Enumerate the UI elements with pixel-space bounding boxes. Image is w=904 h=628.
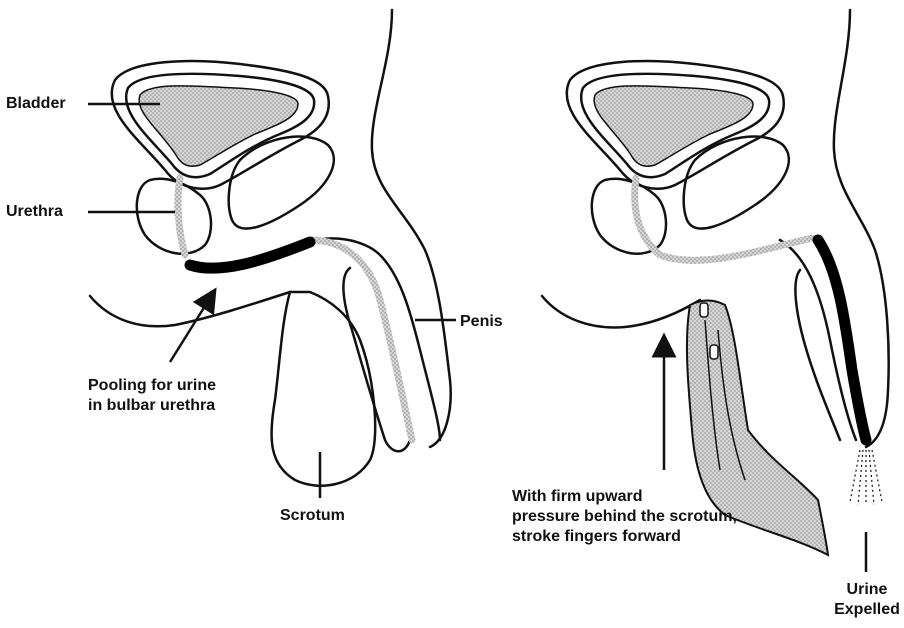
pooling-arrow (170, 298, 210, 362)
penis-label: Penis (460, 312, 503, 332)
scrotum-label: Scrotum (280, 506, 345, 526)
right-urethra-upper (635, 178, 812, 260)
left-urethra-upper (178, 178, 185, 255)
left-scrotum (272, 292, 376, 486)
fingernail-2 (710, 345, 718, 359)
pooling-label: Pooling for urine in bulbar urethra (88, 376, 216, 416)
right-urethra-expelled (818, 240, 866, 440)
urethra-label: Urethra (6, 202, 63, 222)
left-urethra-pool (190, 242, 310, 268)
left-body-contour (372, 10, 451, 447)
urine-expelled-label: Urine Expelled (832, 580, 902, 620)
left-perineum (90, 292, 290, 326)
instruction-label: With firm upward pressure behind the scr… (512, 487, 737, 547)
bladder-label: Bladder (6, 94, 66, 114)
urine-spray-icon (850, 450, 882, 505)
fingernail-1 (700, 303, 708, 317)
right-perineum (542, 296, 700, 327)
left-prostate (137, 179, 211, 254)
right-prostate (592, 179, 666, 254)
right-body-contour (834, 10, 889, 447)
